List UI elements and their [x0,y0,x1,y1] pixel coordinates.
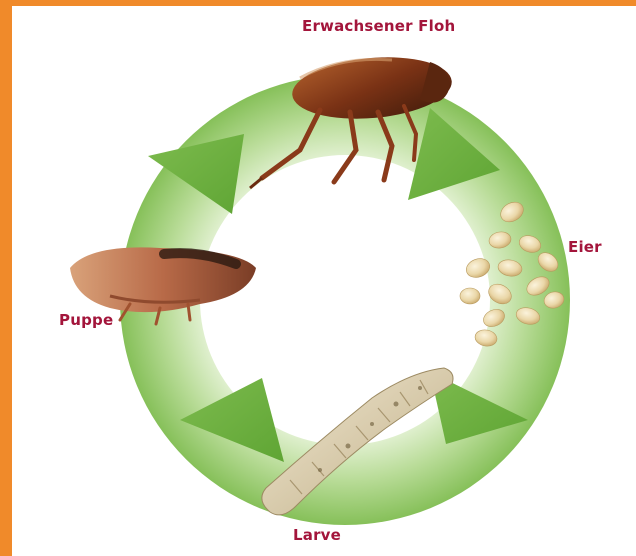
stage-label-adult-flea: Erwachsener Floh [302,17,455,35]
stage-label-larva: Larve [293,526,341,544]
stage-label-pupa: Puppe [59,311,113,329]
stage-label-eggs: Eier [568,238,602,256]
